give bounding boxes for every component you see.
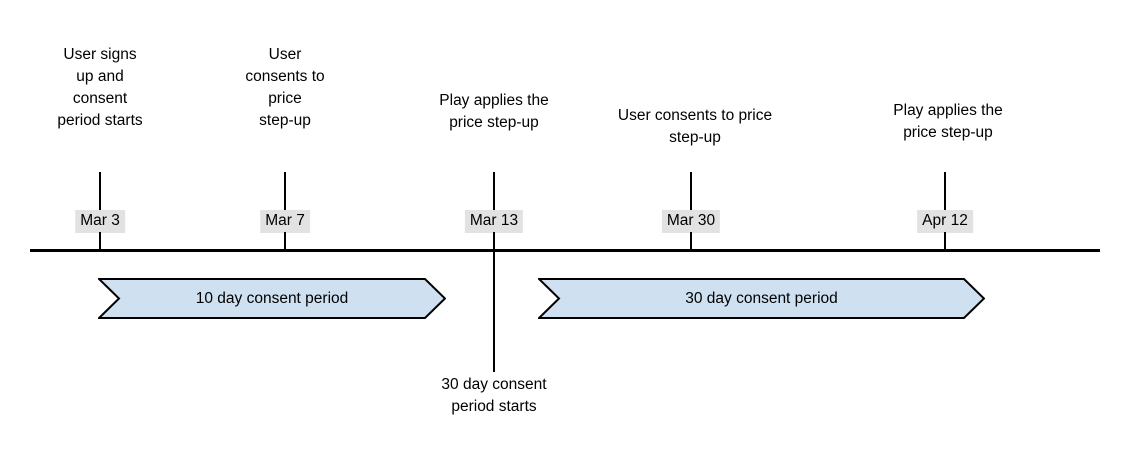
event-label-mar-30: User consents to price step-up	[617, 107, 773, 146]
annotation-connector-thirty-day-start	[493, 232, 495, 372]
banner-label-30-day: 30 day consent period	[685, 289, 838, 307]
tick-stub-mar-3	[99, 232, 101, 251]
event-label-apr-12: Play applies the price step-up	[893, 102, 1003, 141]
tick-stub-apr-12	[944, 232, 946, 251]
date-chip-mar-30: Mar 30	[661, 210, 721, 233]
event-label-mar-13: Play applies the price step-up	[439, 92, 549, 131]
banner-consent-10-day[interactable]: 10 day consent period	[98, 278, 446, 319]
annotation-thirty-day-start: 30 day consent period starts	[441, 376, 547, 415]
tick-stub-mar-30	[690, 232, 692, 251]
tick-connector-mar-3	[99, 172, 101, 212]
banner-shape-10-day	[98, 278, 446, 319]
timeline-axis	[30, 249, 1100, 252]
date-chip-mar-7: Mar 7	[260, 210, 310, 233]
event-label-mar-7: User consents to price step-up	[245, 46, 325, 129]
tick-stub-mar-7	[284, 232, 286, 251]
tick-connector-mar-7	[284, 172, 286, 212]
date-chip-apr-12: Apr 12	[917, 210, 973, 233]
date-chip-mar-3: Mar 3	[75, 210, 125, 233]
banner-shape-30-day	[538, 278, 985, 319]
event-label-mar-3: User signs up and consent period starts	[57, 46, 143, 129]
tick-connector-apr-12	[944, 172, 946, 212]
banner-label-10-day: 10 day consent period	[195, 289, 349, 307]
tick-connector-mar-13	[493, 172, 495, 212]
banner-consent-30-day[interactable]: 30 day consent period	[538, 278, 985, 319]
tick-connector-mar-30	[690, 172, 692, 212]
date-chip-mar-13: Mar 13	[464, 210, 524, 233]
